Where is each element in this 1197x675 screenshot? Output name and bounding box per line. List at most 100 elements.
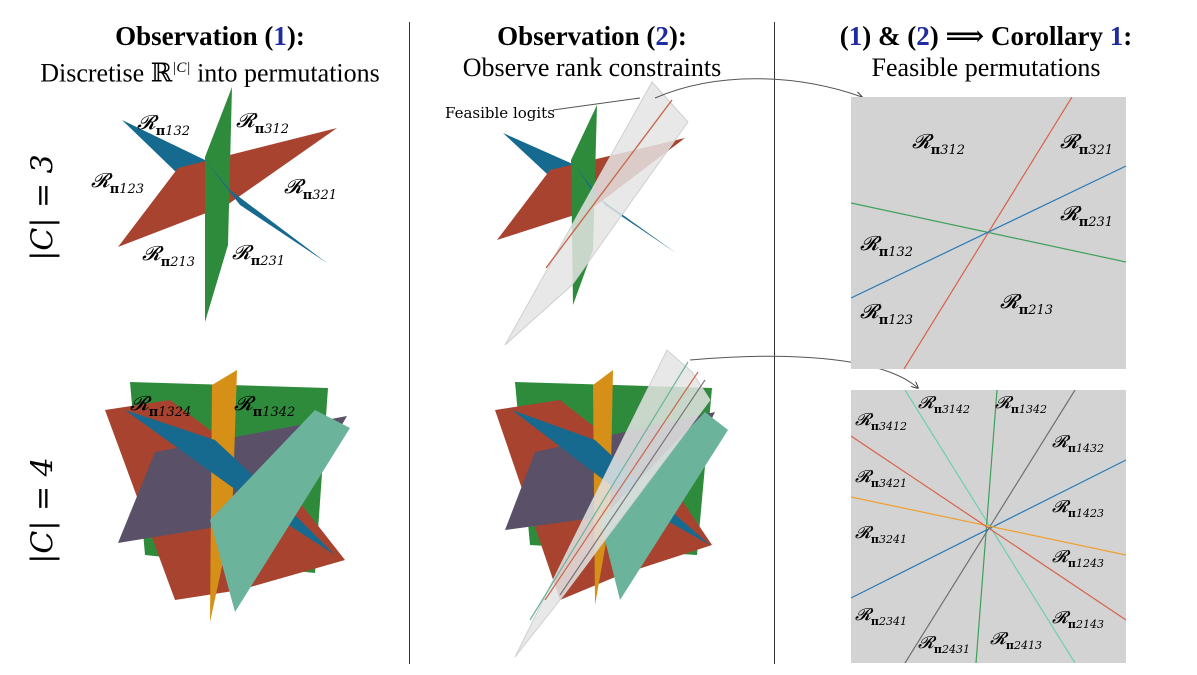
svg-text:𝓡π1324: 𝓡π1324 bbox=[130, 391, 191, 420]
region-312: 312 bbox=[264, 122, 289, 137]
panel-c4-1342: 1342 bbox=[1019, 403, 1047, 416]
header-3-title-middle: ) & ( bbox=[862, 21, 917, 51]
feasible-logits-annotation: Feasible logits bbox=[445, 104, 555, 122]
panel-c3-123: 123 bbox=[888, 313, 913, 328]
svg-text:𝓡π2341: 𝓡π2341 bbox=[855, 605, 907, 628]
c4-region-labels: 𝓡π1324 𝓡π1342 bbox=[130, 391, 295, 420]
panel-c4-2341: 2341 bbox=[878, 615, 907, 628]
svg-text:𝓡π123: 𝓡π123 bbox=[860, 299, 913, 328]
c3-panel-labels: 𝓡π312 𝓡π321 𝓡π231 𝓡π132 𝓡π123 𝓡π213 bbox=[860, 129, 1113, 328]
svg-text:𝓡π1243: 𝓡π1243 bbox=[1052, 547, 1104, 570]
header-3-title-text: Corollary bbox=[990, 21, 1103, 51]
column-divider-left bbox=[409, 22, 410, 664]
panel-c4-1432: 1432 bbox=[1076, 442, 1104, 455]
header-1-subtitle-tail: into permutations bbox=[190, 58, 380, 88]
svg-text:𝓡π1342: 𝓡π1342 bbox=[995, 393, 1047, 416]
header-1-title-ref[interactable]: 1 bbox=[273, 21, 287, 51]
svg-text:𝓡π1342: 𝓡π1342 bbox=[234, 391, 295, 420]
c4b-constraint-line-1 bbox=[529, 361, 689, 621]
region-123: 123 bbox=[119, 182, 144, 197]
header-2-subtitle: Observe rank constraints bbox=[462, 53, 722, 82]
panel-c3-321: 321 bbox=[1088, 143, 1113, 158]
panel-c3-312: 312 bbox=[940, 143, 965, 158]
column-header-2: Observation (2): Observe rank constraint… bbox=[410, 20, 774, 84]
panel-c4-2413: 2413 bbox=[1013, 639, 1042, 652]
svg-text:𝓡π213: 𝓡π213 bbox=[1000, 289, 1053, 318]
panel-c4-2143: 2143 bbox=[1075, 618, 1104, 631]
arrow-to-c4-panel bbox=[689, 355, 918, 388]
c4-panel-blue-line bbox=[851, 459, 1126, 599]
c4-orange-plane bbox=[210, 370, 237, 622]
c3-green-plane bbox=[205, 87, 232, 322]
panel-c4-3142: 3142 bbox=[942, 403, 970, 416]
svg-text:𝓡π2143: 𝓡π2143 bbox=[1052, 608, 1104, 631]
c4-panel-red-line bbox=[851, 435, 1126, 621]
svg-text:𝓡π3412: 𝓡π3412 bbox=[855, 410, 907, 433]
header-1-title-prefix: Observation ( bbox=[115, 21, 274, 51]
c3-panel-blue-line bbox=[851, 165, 1126, 299]
header-2-title-prefix: Observation ( bbox=[497, 21, 656, 51]
svg-text:𝓡π3421: 𝓡π3421 bbox=[855, 467, 907, 490]
header-3-subtitle: Feasible permutations bbox=[871, 53, 1101, 82]
c3b-constraint-line bbox=[545, 99, 673, 269]
arrow-to-c3-panel bbox=[654, 78, 862, 98]
header-1-subtitle-sup: |C| bbox=[172, 60, 191, 76]
svg-text:𝓡π231: 𝓡π231 bbox=[1060, 201, 1113, 230]
c4-teal-plane bbox=[210, 410, 350, 612]
svg-text:𝓡π132: 𝓡π132 bbox=[137, 110, 190, 139]
header-2-title-suffix: ): bbox=[668, 21, 687, 51]
svg-text:𝓡π3241: 𝓡π3241 bbox=[855, 523, 907, 546]
c3-panel-lines bbox=[851, 97, 1126, 369]
svg-text:𝓡π2413: 𝓡π2413 bbox=[990, 629, 1042, 652]
header-3-ref-2[interactable]: 2 bbox=[916, 21, 930, 51]
svg-text:𝓡π312: 𝓡π312 bbox=[912, 129, 965, 158]
region-213: 213 bbox=[169, 255, 195, 270]
region-label: 𝓡 bbox=[137, 110, 159, 134]
feasible-logits-pointer bbox=[552, 97, 641, 111]
c4-planes-3d bbox=[105, 370, 350, 622]
c3-region-labels: 𝓡π132 𝓡π312 𝓡π123 𝓡π321 𝓡π213 𝓡π231 bbox=[91, 108, 337, 270]
panel-c4-3421: 3421 bbox=[879, 477, 907, 490]
c4b-constraint-line-3 bbox=[559, 379, 706, 596]
region-1342: 1342 bbox=[262, 405, 295, 420]
svg-text:𝓡π312: 𝓡π312 bbox=[236, 108, 289, 137]
region-321: 321 bbox=[312, 188, 337, 203]
c3-planes-with-constraint bbox=[497, 81, 689, 346]
c4-panel-labels: 𝓡π3142 𝓡π1342 𝓡π3412 𝓡π1432 𝓡π3421 𝓡π142… bbox=[855, 393, 1104, 656]
c4b-constraint-line-2 bbox=[544, 371, 699, 601]
column-divider-right bbox=[774, 22, 775, 664]
panel-c4-1423: 1423 bbox=[1076, 507, 1104, 520]
c4-panel-lines bbox=[851, 390, 1126, 663]
header-3-implies-arrow: ⟹ bbox=[945, 21, 985, 51]
c4b-teal-plane bbox=[600, 412, 728, 600]
region-1324: 1324 bbox=[158, 405, 191, 420]
c3-planes-3d bbox=[118, 87, 337, 322]
c4-panel-orange-line bbox=[851, 496, 1126, 556]
svg-text:𝓡π1432: 𝓡π1432 bbox=[1052, 432, 1104, 455]
panel-c3-213: 213 bbox=[1027, 303, 1053, 318]
header-3-ref-1[interactable]: 1 bbox=[848, 21, 863, 51]
svg-text:𝓡π321: 𝓡π321 bbox=[1060, 129, 1113, 158]
svg-text:𝓡π231: 𝓡π231 bbox=[232, 240, 285, 269]
column-header-1: Observation (1): Discretise ℝ|C| into pe… bbox=[0, 20, 420, 90]
svg-text:𝓡π132: 𝓡π132 bbox=[860, 231, 913, 260]
header-1-title-suffix: ): bbox=[286, 21, 305, 51]
header-1-subtitle: Discretise ℝ bbox=[40, 58, 173, 88]
panel-c4-2431: 2431 bbox=[941, 643, 970, 656]
region-231: 231 bbox=[259, 254, 285, 269]
panel-c3-132: 132 bbox=[888, 245, 913, 260]
svg-text:𝓡π321: 𝓡π321 bbox=[284, 174, 337, 203]
column-header-3: (1) & (2) ⟹ Corollary 1: Feasible permut… bbox=[775, 20, 1197, 84]
header-2-title-ref[interactable]: 2 bbox=[655, 21, 669, 51]
svg-text:𝓡π123: 𝓡π123 bbox=[91, 168, 144, 197]
header-3-ref-3[interactable]: 1 bbox=[1109, 21, 1124, 51]
panel-c4-3412: 3412 bbox=[879, 420, 907, 433]
svg-text:𝓡π1423: 𝓡π1423 bbox=[1052, 497, 1104, 520]
svg-text:𝓡π3142: 𝓡π3142 bbox=[918, 393, 970, 416]
svg-text:𝓡π213: 𝓡π213 bbox=[142, 241, 195, 270]
svg-text:𝓡π2431: 𝓡π2431 bbox=[918, 633, 970, 656]
panel-c4-3241: 3241 bbox=[879, 533, 907, 546]
c3b-feasible-plane bbox=[504, 81, 689, 346]
c4-planes-with-constraint bbox=[495, 349, 728, 658]
